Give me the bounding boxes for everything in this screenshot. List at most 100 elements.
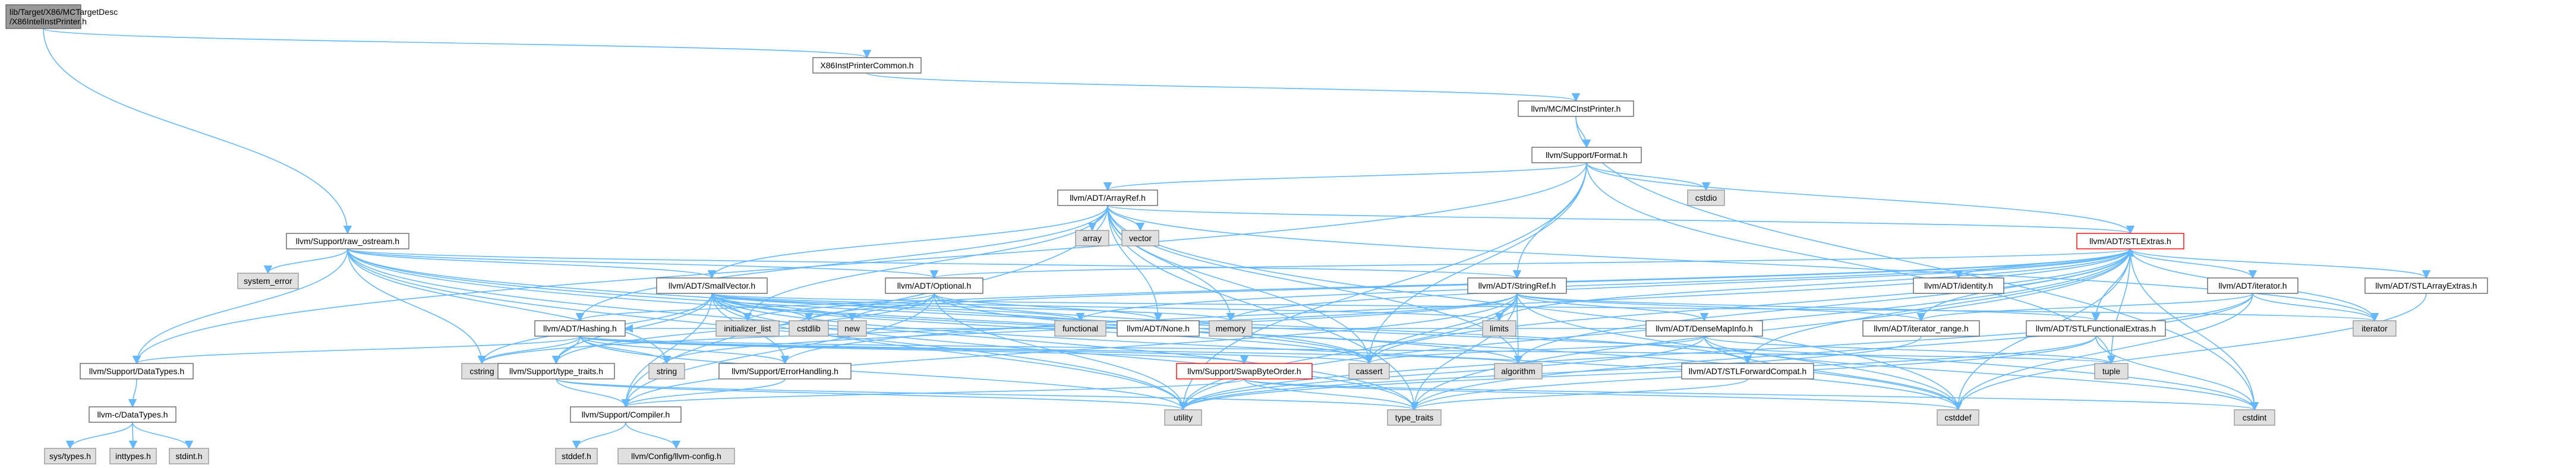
edge-datatypes-to-cdatatypes — [128, 378, 137, 408]
node-densemapinfo[interactable]: llvm/ADT/DenseMapInfo.h — [1645, 320, 1763, 337]
node-iterator: iterator — [2353, 320, 2397, 337]
node-identity[interactable]: llvm/ADT/identity.h — [1913, 277, 2004, 294]
node-label: limits — [1490, 324, 1509, 333]
node-layer: lib/Target/X86/MCTargetDesc/X86IntelInst… — [5, 4, 2488, 464]
node-box — [89, 406, 176, 423]
edge-rawostream-to-stringref — [347, 248, 1521, 279]
node-cassert: cassert — [1348, 363, 1390, 380]
edge-format-to-datatypes — [132, 162, 1587, 365]
edge-swapbyte-to-cstddef — [1244, 378, 1962, 411]
node-datatypes[interactable]: llvm/Support/DataTypes.h — [80, 363, 194, 380]
edge-stlforward-to-type_traits — [1410, 378, 1748, 411]
node-label: lib/Target/X86/MCTargetDesc — [10, 7, 118, 17]
node-cdatatypes[interactable]: llvm-c/DataTypes.h — [89, 406, 176, 423]
edge-stringref-to-type_traits — [1410, 293, 1518, 411]
node-llvmconfig: llvm/Config/llvm-config.h — [617, 448, 735, 464]
edge-stlextras-to-stlarray — [2130, 248, 2430, 279]
node-stlextras[interactable]: llvm/ADT/STLExtras.h — [2076, 233, 2184, 249]
node-iterator_h[interactable]: llvm/ADT/iterator.h — [2207, 277, 2298, 294]
edge-hashing-to-cstring — [477, 336, 581, 365]
edge-rawostream-to-optional — [347, 248, 938, 279]
node-smallvector[interactable]: llvm/ADT/SmallVector.h — [656, 277, 768, 294]
node-optional[interactable]: llvm/ADT/Optional.h — [885, 277, 983, 294]
edge-rawostream-to-cstring — [347, 248, 487, 365]
node-tuple: tuple — [2094, 363, 2129, 380]
edge-rawostream-to-cstdint — [347, 248, 2259, 411]
edge-errhandling-to-compiler — [621, 378, 786, 408]
edge-densemapinfo-to-utility — [1178, 336, 1705, 411]
node-root[interactable]: lib/Target/X86/MCTargetDesc/X86IntelInst… — [5, 4, 118, 29]
edge-stlextras-to-iterator_h — [2130, 248, 2257, 279]
node-iterrange[interactable]: llvm/ADT/iterator_range.h — [1862, 320, 1980, 337]
node-box — [80, 363, 194, 380]
node-none[interactable]: llvm/ADT/None.h — [1117, 320, 1200, 337]
node-box — [2076, 233, 2184, 249]
edge-arrayref-to-iterator — [1107, 205, 2379, 322]
node-stlarray[interactable]: llvm/ADT/STLArrayExtras.h — [2364, 277, 2488, 294]
node-box — [1862, 320, 1980, 337]
node-errhandling[interactable]: llvm/Support/ErrorHandling.h — [718, 363, 852, 380]
edge-stringref-to-cstddef — [1516, 293, 1963, 411]
node-memory: memory — [1209, 320, 1253, 337]
edge-stlfunc-to-stlextras — [2095, 248, 2135, 321]
node-cstddef: cstddef — [1937, 409, 1979, 426]
edge-stlfunc-to-cstdint — [2095, 336, 2259, 411]
node-label: iterator — [2361, 324, 2388, 333]
node-compiler[interactable]: llvm/Support/Compiler.h — [570, 406, 682, 423]
edge-stringref-to-iterrange — [1516, 293, 1925, 322]
edge-smallvector-to-new — [711, 293, 857, 322]
edge-stlextras-to-stlforward — [1743, 248, 2131, 365]
node-label: llvm/ADT/SmallVector.h — [669, 281, 755, 290]
node-box — [2026, 320, 2166, 337]
edge-arrayref-to-vector — [1107, 205, 1145, 232]
node-rawostream[interactable]: llvm/Support/raw_ostream.h — [286, 233, 409, 249]
node-label: cassert — [1355, 366, 1382, 376]
node-stlforward[interactable]: llvm/ADT/STLForwardCompat.h — [1681, 363, 1814, 380]
node-box — [1645, 320, 1763, 337]
node-string: string — [648, 363, 685, 380]
node-box — [2364, 277, 2488, 294]
node-box — [534, 320, 626, 337]
node-box — [1121, 230, 1159, 246]
edge-smallvector-to-memory — [711, 293, 1235, 322]
node-type_traits: type_traits — [1387, 409, 1442, 426]
node-box — [718, 363, 852, 380]
node-typetraits_h[interactable]: llvm/Support/type_traits.h — [497, 363, 615, 380]
edge-stlextras-to-functional — [1076, 248, 2131, 322]
node-label: llvm/ADT/STLExtras.h — [2089, 236, 2171, 246]
node-label: llvm/MC/MCInstPrinter.h — [1531, 104, 1621, 113]
node-x86common[interactable]: X86InstPrinterCommon.h — [812, 57, 922, 74]
node-label: llvm/Support/DataTypes.h — [89, 366, 184, 376]
node-swapbyte[interactable]: llvm/Support/SwapByteOrder.h — [1176, 363, 1313, 380]
edge-format-to-cstdio — [1586, 162, 1711, 191]
node-box — [1482, 320, 1516, 337]
node-stlfunc[interactable]: llvm/ADT/STLFunctionalExtras.h — [2026, 320, 2166, 337]
node-box — [109, 448, 157, 464]
edge-rawostream-to-system_error — [263, 248, 348, 274]
node-mcinst[interactable]: llvm/MC/MCInstPrinter.h — [1518, 100, 1634, 117]
node-box — [1387, 409, 1442, 426]
node-hashing[interactable]: llvm/ADT/Hashing.h — [534, 320, 626, 337]
edge-stlextras-to-memory — [1226, 248, 2131, 322]
edge-iterator_h-to-iterrange — [1917, 293, 2253, 322]
node-box — [461, 363, 503, 380]
node-label: system_error — [244, 276, 292, 286]
node-box — [1494, 363, 1543, 380]
node-label: llvm/Support/Format.h — [1546, 150, 1628, 160]
node-box — [1209, 320, 1253, 337]
node-stringref[interactable]: llvm/ADT/StringRef.h — [1467, 277, 1567, 294]
edge-stringref-to-utility — [1178, 293, 1518, 411]
node-format[interactable]: llvm/Support/Format.h — [1531, 147, 1642, 163]
edge-arrayref-to-hashing — [575, 205, 1108, 322]
edge-rawostream-to-datatypes — [132, 248, 348, 365]
node-label: sys/types.h — [49, 451, 91, 461]
node-label: llvm/ADT/StringRef.h — [1478, 281, 1556, 290]
node-label: cstdio — [1695, 193, 1717, 203]
node-label: vector — [1129, 233, 1152, 243]
node-label: functional — [1062, 324, 1098, 333]
node-vector: vector — [1121, 230, 1159, 246]
node-label: llvm/ADT/DenseMapInfo.h — [1656, 324, 1752, 333]
node-box — [237, 273, 299, 289]
edge-hashing-to-swapbyte — [579, 336, 1248, 365]
node-arrayref[interactable]: llvm/ADT/ArrayRef.h — [1057, 189, 1158, 206]
